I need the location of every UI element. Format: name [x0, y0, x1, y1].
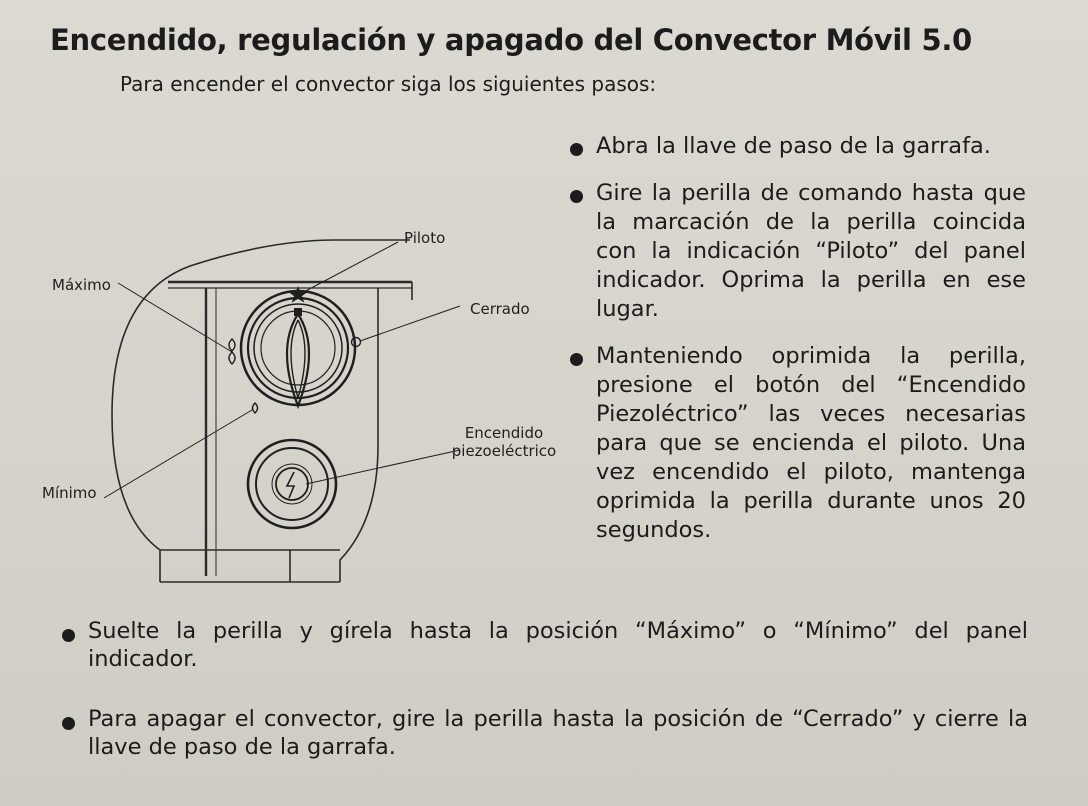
steps-list-bottom: Suelte la perilla y gírela hasta la posi…: [56, 617, 1028, 761]
control-panel-illustration: [103, 239, 461, 583]
label-maximo: Máximo: [52, 276, 111, 294]
minimo-mark-icon: [251, 402, 259, 414]
step-item: Para apagar el convector, gire la perill…: [56, 705, 1028, 761]
label-encendido-line2: piezoeléctrico: [451, 442, 557, 460]
steps-list-right: Abra la llave de paso de la garrafa. Gir…: [566, 132, 1026, 545]
intro-text: Para encender el convector siga los sigu…: [120, 72, 657, 96]
heater-body-outline: [111, 239, 410, 582]
maximo-mark-icon: [228, 338, 236, 352]
label-minimo: Mínimo: [42, 484, 97, 502]
label-piloto: Piloto: [404, 229, 446, 247]
lightning-bolt-icon: [285, 471, 296, 499]
step-item: Suelte la perilla y gírela hasta la posi…: [56, 617, 1028, 673]
label-encendido-line1: Encendido: [464, 424, 544, 442]
step-item: Abra la llave de paso de la garrafa.: [566, 132, 1026, 161]
page-title: Encendido, regulación y apagado del Conv…: [50, 23, 972, 58]
piezo-button: [246, 438, 338, 530]
label-encendido: Encendido piezoeléctrico: [440, 424, 568, 460]
cerrado-mark-icon: [350, 336, 362, 348]
step-item: Manteniendo oprimida la perilla, presion…: [566, 342, 1026, 545]
control-panel-diagram: Piloto Máximo Cerrado Mínimo Encendido p…: [40, 220, 570, 590]
step-item: Gire la perilla de comando hasta que la …: [566, 179, 1026, 324]
piloto-mark-icon: [288, 286, 308, 303]
label-cerrado: Cerrado: [470, 300, 530, 318]
control-knob: [239, 289, 357, 410]
